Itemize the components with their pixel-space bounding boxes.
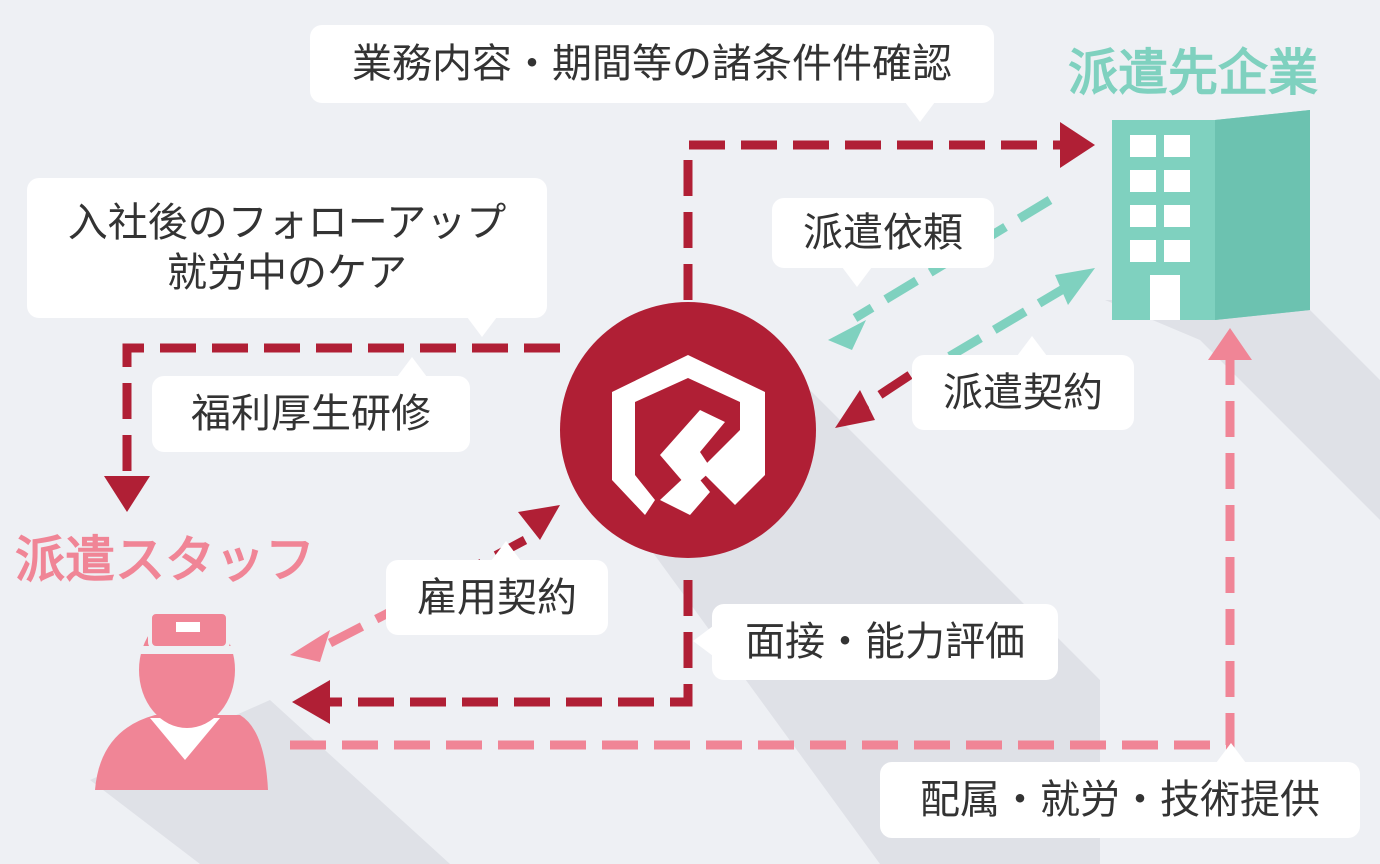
building-shadow [1105, 300, 1380, 520]
employment-contract-label: 雇用契約 [417, 574, 577, 621]
dispatch-arrowhead-agency [835, 390, 875, 428]
assignment-arrowhead [1208, 328, 1252, 360]
bubble-tail [1017, 336, 1047, 356]
person-with-cap-icon [95, 610, 268, 790]
conditions-arrowhead [1060, 122, 1095, 168]
employment-arrowhead-agency [518, 505, 560, 540]
assignment-bubble: 配属・就労・技術提供 [880, 743, 1360, 838]
conditions-bubble: 業務内容・期間等の諸条件件確認 [310, 25, 994, 122]
followup-line [122, 343, 560, 480]
employment-contract-bubble: 雇用契約 [386, 541, 608, 635]
interview-line [330, 580, 693, 707]
welfare-label: 福利厚生研修 [191, 391, 431, 437]
welfare-bubble: 福利厚生研修 [152, 357, 470, 452]
agency-logo-icon [560, 302, 816, 558]
bubble-tail [905, 102, 935, 122]
dispatch-contract-line-teal [937, 281, 1073, 366]
followup-bubble: 入社後のフォローアップ 就労中のケア [27, 178, 547, 337]
dispatch-contract-line-red [857, 371, 913, 412]
bubble-tail [693, 626, 713, 656]
bubble-tail [491, 541, 521, 561]
followup-label-line2: 就労中のケア [167, 250, 407, 296]
bubble-tail [1216, 743, 1246, 763]
dispatch-contract-bubble: 派遣契約 [912, 336, 1134, 430]
bubble-tail [397, 357, 427, 377]
conditions-label: 業務内容・期間等の諸条件件確認 [352, 41, 952, 87]
followup-arrowhead [104, 476, 150, 512]
followup-label-line1: 入社後のフォローアップ [67, 200, 507, 246]
request-bubble: 派遣依頼 [772, 198, 994, 287]
arrowheads [104, 122, 1252, 724]
interview-label: 面接・能力評価 [745, 619, 1025, 665]
interview-arrowhead [292, 680, 330, 724]
employment-line-pink [327, 608, 393, 647]
employment-arrowhead-staff [290, 630, 330, 662]
bubble-tail [842, 267, 872, 287]
request-label: 派遣依頼 [803, 210, 963, 256]
request-arrowhead [828, 320, 866, 350]
building-icon [1112, 110, 1310, 320]
client-company-heading: 派遣先企業 [1068, 44, 1318, 102]
assignment-label: 配属・就労・技術提供 [920, 777, 1320, 823]
interview-bubble: 面接・能力評価 [693, 604, 1058, 680]
bubble-tail [467, 317, 497, 337]
dispatch-contract-label: 派遣契約 [943, 369, 1103, 416]
staff-heading: 派遣スタッフ [15, 531, 315, 589]
dispatch-arrowhead-company [1055, 268, 1095, 305]
